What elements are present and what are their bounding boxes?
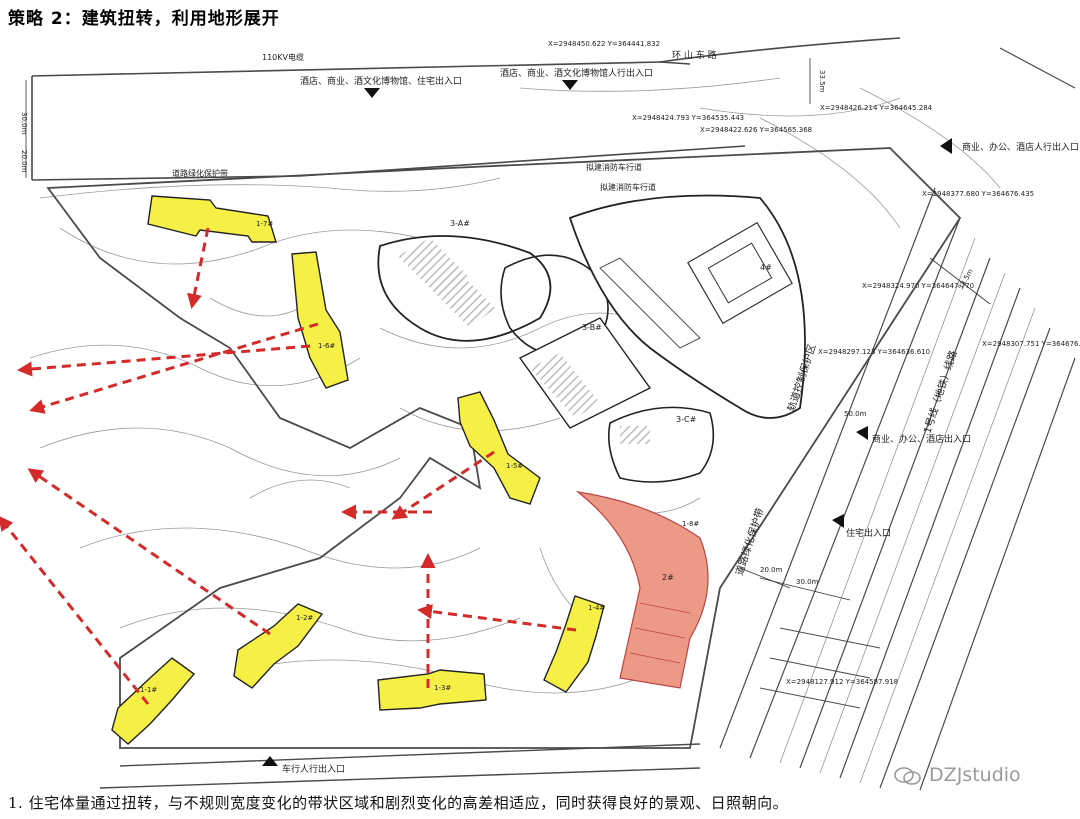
label-b4: 4# bbox=[760, 263, 772, 272]
view-orientation-arrows bbox=[0, 227, 577, 705]
entry-bottom-label: 车行人行出入口 bbox=[282, 763, 345, 775]
fire-lane-label: 拟建消防车行道 bbox=[586, 162, 642, 172]
site-plan: 110KV电缆 环 山 东 路 酒店、商业、酒文化博物馆、住宅出入口 酒店、商业… bbox=[0, 37, 1080, 790]
entry-north-2-label: 酒店、商业、酒文化博物馆人行出入口 bbox=[500, 67, 653, 79]
fire-lane-b-label: 拟建消防车行道 bbox=[600, 182, 656, 192]
entry-east-top-label: 商业、办公、酒店人行出入口 bbox=[962, 141, 1079, 153]
power-line-label: 110KV电缆 bbox=[262, 52, 304, 62]
label-b3c: 3-C# bbox=[676, 415, 697, 424]
label-b1-7: 1-7# bbox=[256, 220, 273, 228]
building-1-2 bbox=[233, 603, 324, 689]
rail-corridor-thin bbox=[779, 237, 1036, 784]
coord-6: X=2948324.970 Y=364647.770 bbox=[862, 282, 974, 290]
coord-5: X=2948377.680 Y=364676.435 bbox=[922, 190, 1034, 198]
label-b1-5: 1-5# bbox=[506, 462, 523, 470]
building-3a bbox=[377, 235, 552, 342]
residential-buildings bbox=[111, 195, 605, 745]
label-b1-4: 1-4# bbox=[588, 604, 605, 612]
building-1-3 bbox=[377, 669, 487, 711]
label-b1-8: 1-8# bbox=[682, 520, 699, 528]
road-boundary bbox=[31, 37, 901, 181]
coord-1: X=2948450.622 Y=364441.832 bbox=[548, 40, 660, 48]
label-b2: 2# bbox=[662, 573, 674, 582]
building-4 bbox=[568, 194, 806, 419]
label-b3a: 3-A# bbox=[450, 219, 470, 228]
coord-2: X=2948426.214 Y=364645.284 bbox=[820, 104, 933, 112]
entry-north-1-label: 酒店、商业、酒文化博物馆、住宅出入口 bbox=[300, 75, 462, 87]
road-north-label: 环 山 东 路 bbox=[672, 49, 717, 61]
dimension-marks bbox=[25, 58, 991, 601]
green-belt-nw-label: 道路绿化保护带 bbox=[172, 168, 228, 178]
coord-9: X=2948127.912 Y=364587.918 bbox=[786, 678, 898, 686]
rail-corridor bbox=[719, 47, 1076, 790]
dim-30b-label: 30.0m bbox=[796, 578, 819, 586]
dim-20b-label: 20.0m bbox=[760, 566, 783, 574]
building-1-6 bbox=[291, 251, 349, 389]
label-b1-6: 1-6# bbox=[318, 342, 335, 350]
building-3c bbox=[607, 406, 715, 483]
building-1-4 bbox=[543, 595, 605, 693]
label-b1-1: 1-1# bbox=[140, 686, 157, 694]
rail-ties bbox=[759, 627, 881, 709]
building-2-commercial bbox=[575, 491, 709, 689]
coord-7: X=2948307.751 Y=364676.539 bbox=[982, 340, 1080, 348]
coord-3: X=2948424.793 Y=364535.443 bbox=[632, 114, 744, 122]
dim-33-label: 33.5m bbox=[818, 70, 826, 93]
entry-residential-label: 住宅出入口 bbox=[846, 527, 891, 539]
caption: 1. 住宅体量通过扭转，与不规则宽度变化的带状区域和剧烈变化的高差相适应，同时获… bbox=[8, 794, 789, 812]
watermark-text: DZJstudio bbox=[929, 764, 1021, 786]
entry-east-mid-label: 商业、办公、酒店出入口 bbox=[872, 433, 971, 445]
site-boundary bbox=[46, 147, 962, 749]
bottom-road bbox=[99, 743, 701, 789]
building-1-1 bbox=[111, 657, 196, 745]
page-title: 策略 2：建筑扭转，利用地形展开 bbox=[8, 9, 280, 29]
label-b3b: 3-B# bbox=[582, 323, 602, 332]
label-b1-2: 1-2# bbox=[296, 614, 313, 622]
coord-4: X=2948422.626 Y=364565.368 bbox=[700, 126, 812, 134]
contour-lines bbox=[29, 77, 1001, 694]
dim-30-label: 30.0m bbox=[20, 112, 28, 135]
dim-50-label: 50.0m bbox=[844, 410, 867, 418]
dim-20-label: 20.0m bbox=[20, 150, 28, 173]
building-1-7 bbox=[147, 195, 277, 243]
coord-8: X=2948297.123 Y=364636.610 bbox=[818, 348, 930, 356]
wechat-icon bbox=[894, 766, 921, 785]
entrance-arrows bbox=[262, 80, 952, 766]
building-3b bbox=[500, 254, 652, 429]
building-1-5 bbox=[457, 391, 541, 505]
label-b1-3: 1-3# bbox=[434, 684, 451, 692]
watermark: DZJstudio bbox=[893, 764, 1021, 787]
rail-line-label: 1号线（地铁）线路 bbox=[920, 349, 959, 435]
